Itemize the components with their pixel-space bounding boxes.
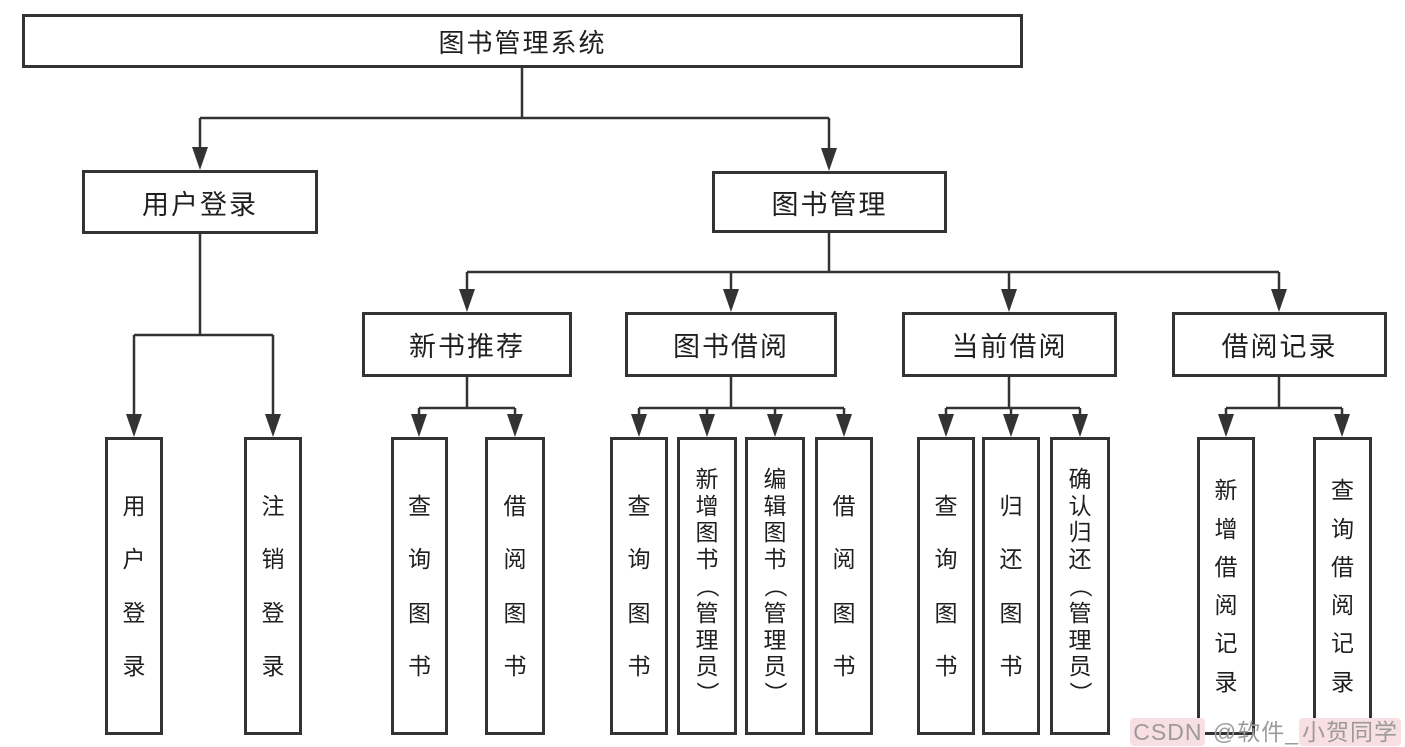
leaf-logout: 注销登录 (244, 437, 302, 735)
leaf-query-books-2: 查询图书 (610, 437, 668, 735)
leaf-query-books-3: 查询图书 (917, 437, 975, 735)
node-library-management-system: 图书管理系统 (22, 14, 1023, 68)
leaf-return-books: 归还图书 (982, 437, 1040, 735)
node-borrow-records: 借阅记录 (1172, 312, 1387, 377)
leaf-borrow-books-2: 借阅图书 (815, 437, 873, 735)
watermark-site: CSDN (1130, 718, 1206, 746)
watermark: CSDN @软件_小贺同学 (1130, 717, 1401, 747)
watermark-author-name: 小贺同学 (1299, 718, 1401, 746)
leaf-borrow-books: 借阅图书 (485, 437, 545, 735)
leaf-query-borrow-record: 查询借阅记录 (1313, 437, 1372, 735)
leaf-confirm-return-admin: 确认归还（管理员） (1050, 437, 1110, 735)
watermark-separator: @ (1205, 719, 1238, 745)
leaf-user-login: 用户登录 (105, 437, 163, 735)
leaf-add-borrow-record: 新增借阅记录 (1197, 437, 1255, 735)
leaf-query-books: 查询图书 (391, 437, 448, 735)
node-new-book-recommend: 新书推荐 (362, 312, 572, 377)
node-current-borrowing: 当前借阅 (902, 312, 1117, 377)
leaf-edit-books-admin: 编辑图书（管理员） (745, 437, 805, 735)
node-book-borrowing: 图书借阅 (625, 312, 837, 377)
leaf-add-books-admin: 新增图书（管理员） (677, 437, 737, 735)
watermark-author-prefix: 软件_ (1237, 719, 1299, 745)
node-user-login: 用户登录 (82, 170, 318, 234)
node-book-management: 图书管理 (712, 171, 947, 233)
